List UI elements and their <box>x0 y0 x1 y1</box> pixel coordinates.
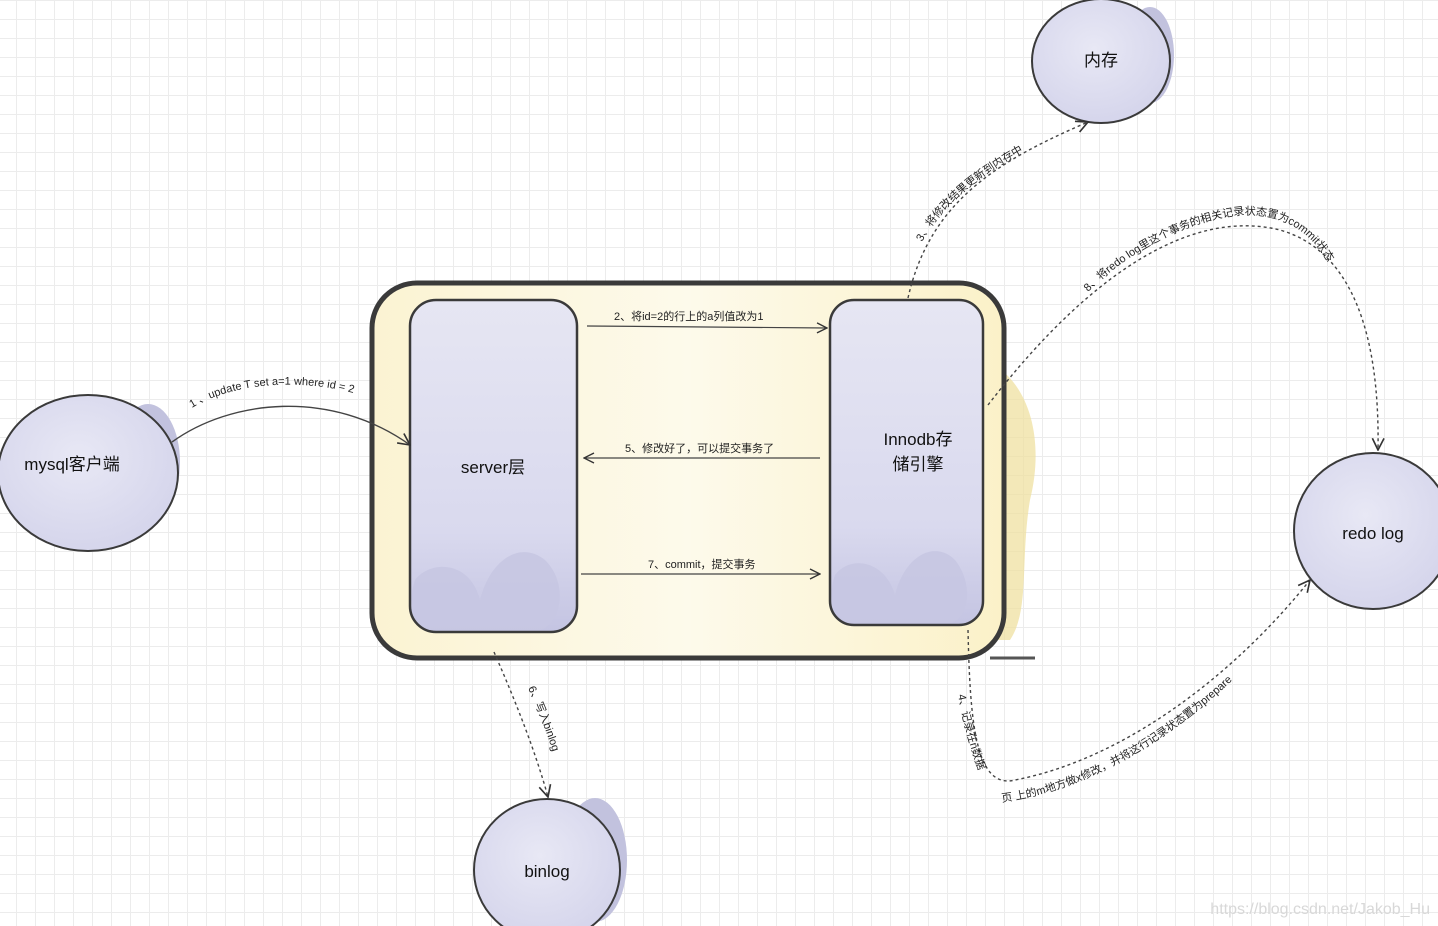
edge-2: 2、将id=2的行上的a列值改为1 <box>586 309 827 328</box>
edge-8-label: 8、将redo log里这个事务的相关记录状态置为commit状态 <box>1082 204 1337 294</box>
server-node: server层 <box>408 298 579 634</box>
edge-6: 6、写入binlog <box>493 651 561 797</box>
edge-5-label: 5、修改好了，可以提交事务了 <box>625 441 774 455</box>
redolog-label: redo log <box>1342 524 1403 543</box>
edge-3-label: 3、将修改结果更新到内存中 <box>914 143 1025 244</box>
client-node: mysql客户端 <box>0 394 180 552</box>
edge-7: 7、commit，提交事务 <box>581 557 820 574</box>
innodb-label-line2: 储引擎 <box>893 455 944 474</box>
edge-1-label: 1 、update T set a=1 where id = 2 <box>187 376 355 411</box>
innodb-node: Innodb存 储引擎 <box>828 298 985 627</box>
binlog-node: binlog <box>473 798 627 926</box>
edge-7-label: 7、commit，提交事务 <box>648 557 756 571</box>
edge-4-label-b: 页 上的m地方做x修改，并将这行记录状态置为prepare <box>1001 674 1235 805</box>
server-label: server层 <box>461 458 525 477</box>
edge-5: 5、修改好了，可以提交事务了 <box>584 441 820 458</box>
watermark: https://blog.csdn.net/Jakob_Hu <box>1210 901 1430 918</box>
edge-2-label: 2、将id=2的行上的a列值改为1 <box>614 309 763 323</box>
client-label: mysql客户端 <box>24 455 119 474</box>
edge-3: 3、将修改结果更新到内存中 <box>907 122 1088 299</box>
edge-8: 8、将redo log里这个事务的相关记录状态置为commit状态 <box>987 204 1378 450</box>
redolog-node: redo log <box>1293 452 1438 610</box>
memory-node: 内存 <box>1031 0 1174 124</box>
innodb-label-line1: Innodb存 <box>884 430 953 449</box>
binlog-label: binlog <box>524 862 569 881</box>
memory-label: 内存 <box>1084 51 1118 70</box>
edge-4-label-a: 4、记录在n数据 <box>955 693 989 771</box>
